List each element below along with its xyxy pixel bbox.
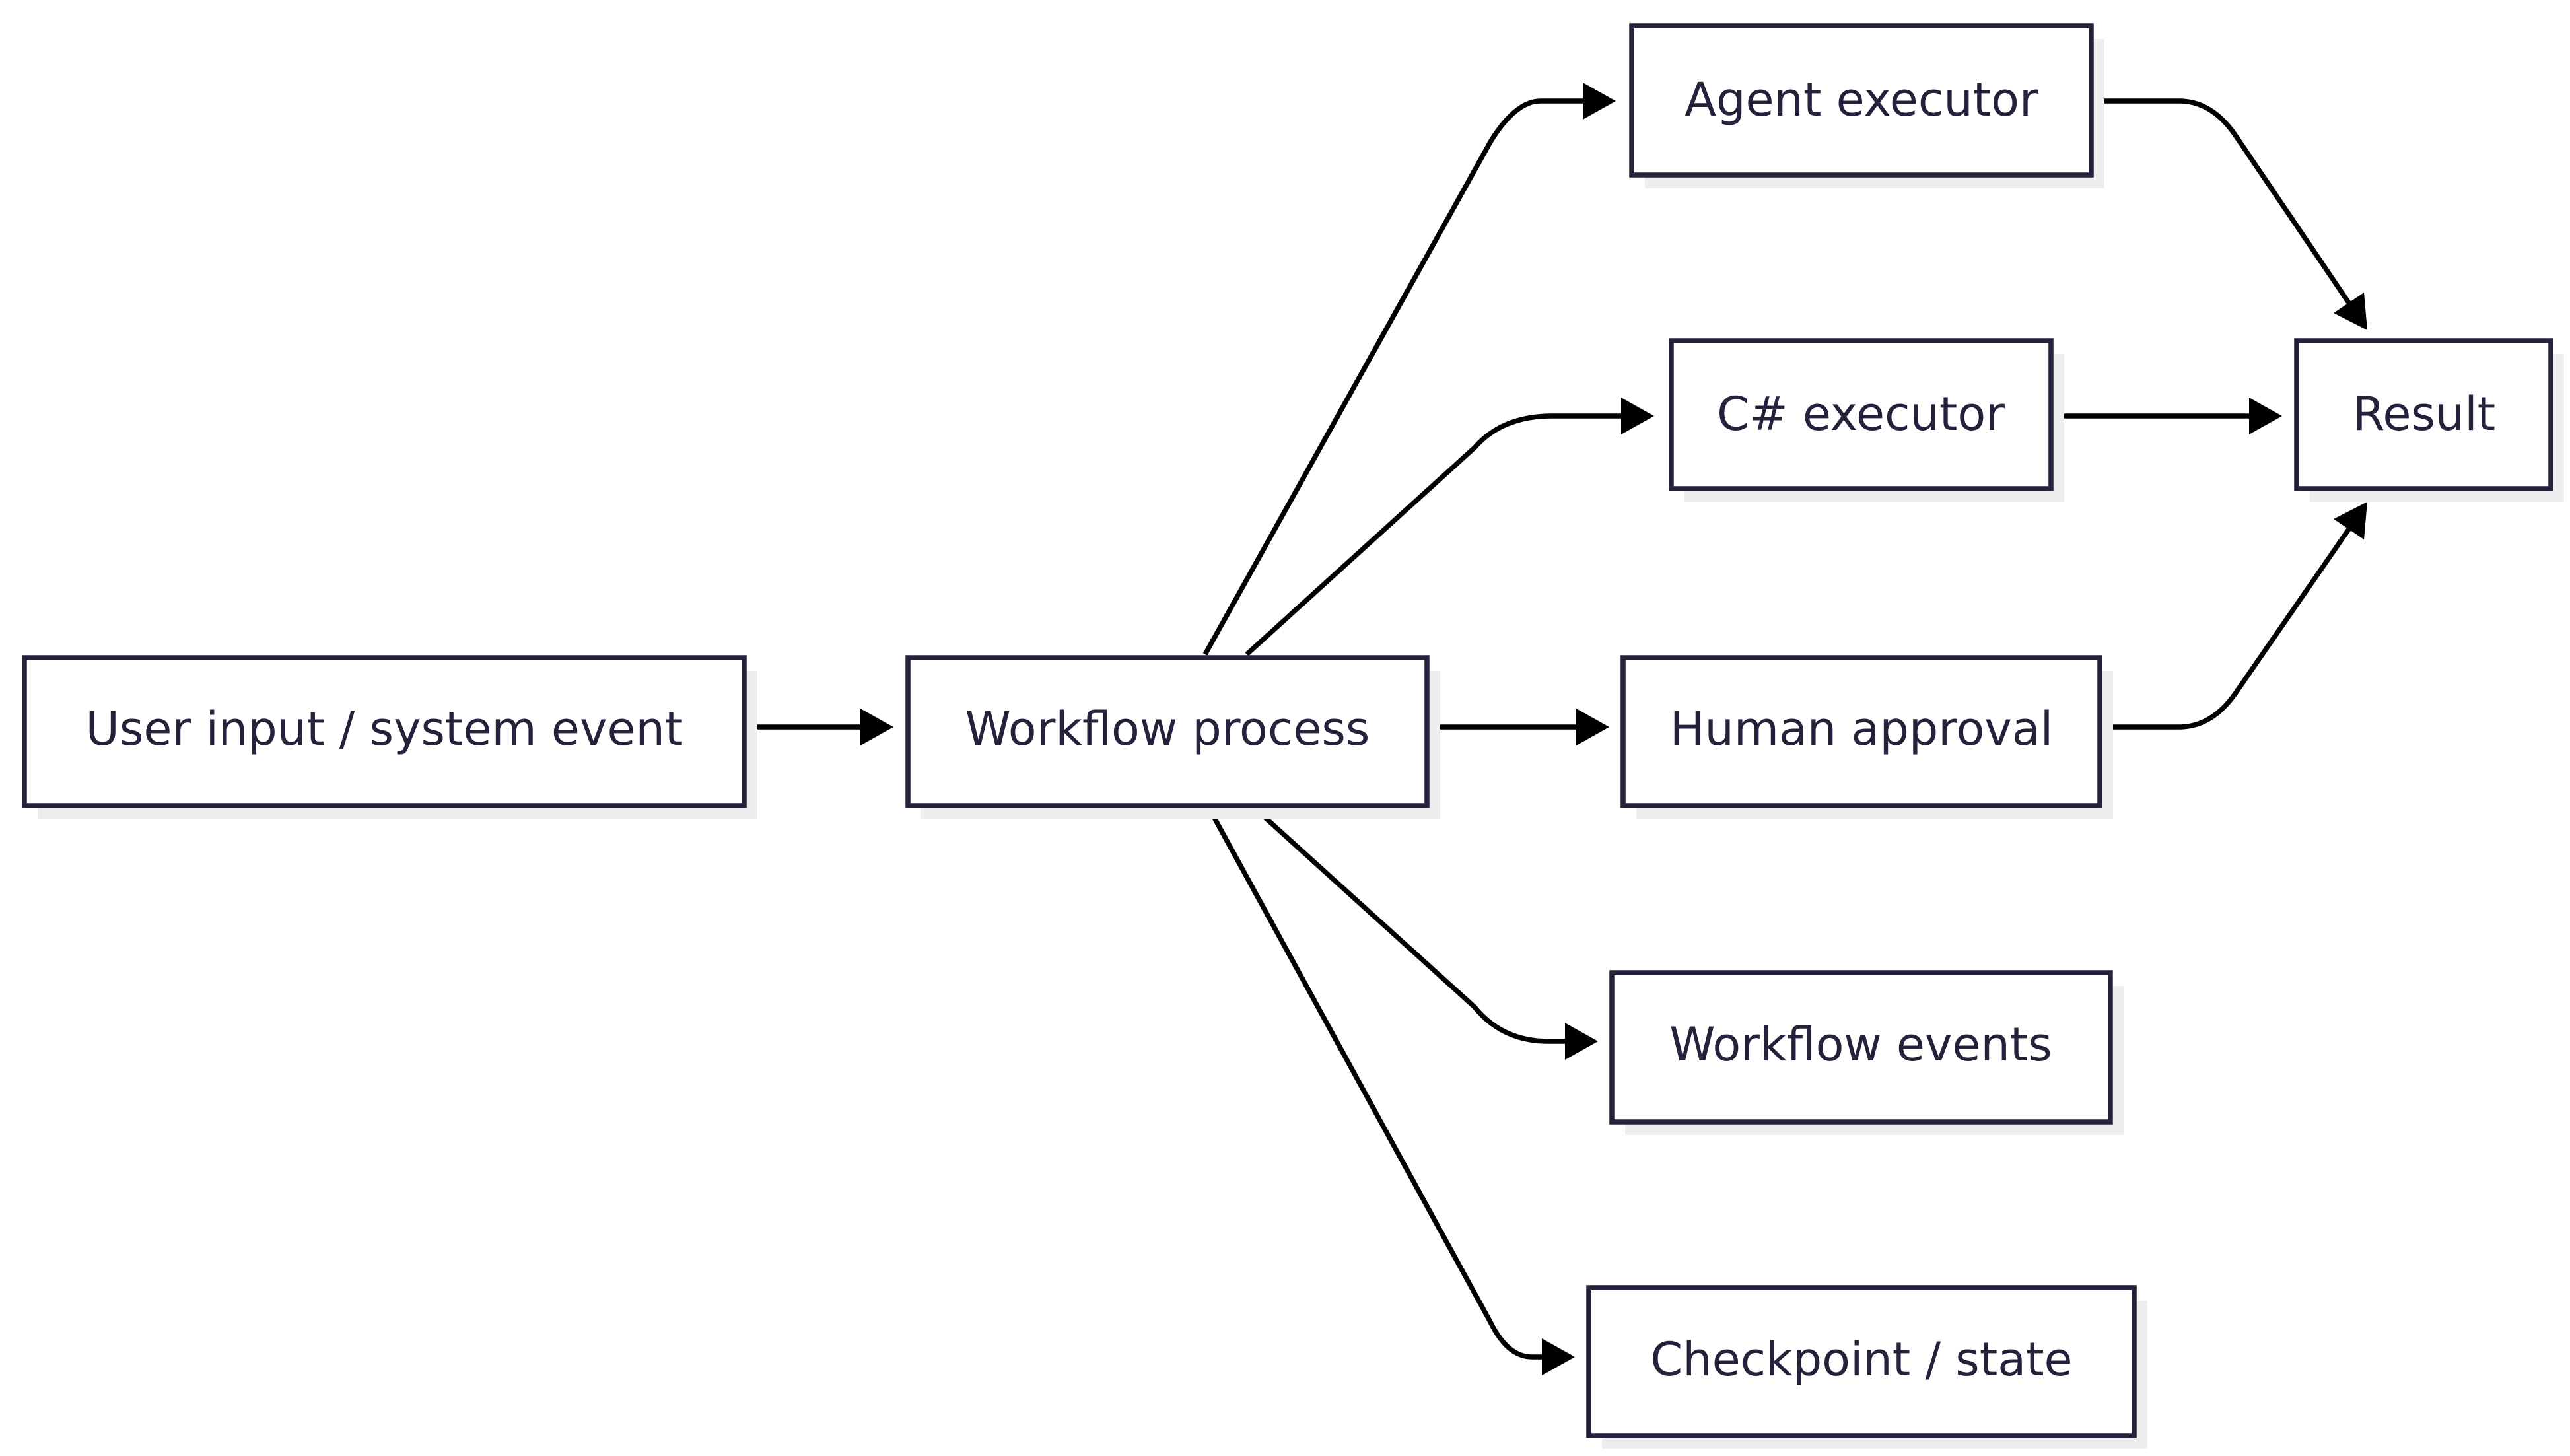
node-workflow-process-label: Workflow process (965, 702, 1370, 756)
node-result: Result (2294, 338, 2564, 502)
node-human-approval-label: Human approval (1670, 702, 2053, 756)
edge-user-input-to-workflow-process (741, 709, 893, 745)
node-csharp-executor: C# executor (1669, 338, 2064, 502)
node-user-input: User input / system event (22, 655, 757, 819)
edge-agent-executor-to-result (2093, 98, 2367, 330)
edge-workflow-process-to-agent-executor (1202, 83, 1616, 656)
node-agent-executor-label: Agent executor (1684, 73, 2038, 127)
nodes: User input / system event Workflow proce… (22, 23, 2564, 1449)
node-workflow-events: Workflow events (1609, 970, 2124, 1135)
edge-csharp-executor-to-result (2052, 398, 2282, 434)
edges (741, 83, 2367, 1375)
edge-workflow-process-to-csharp-executor (1245, 398, 1654, 656)
edge-workflow-process-to-workflow-events (1245, 799, 1598, 1060)
edge-human-approval-to-result (2102, 502, 2367, 730)
edge-workflow-process-to-human-approval (1424, 709, 1609, 745)
node-user-input-label: User input / system event (86, 702, 683, 756)
node-checkpoint-state: Checkpoint / state (1586, 1285, 2147, 1449)
node-workflow-events-label: Workflow events (1669, 1018, 2052, 1072)
edge-workflow-process-to-checkpoint-state (1202, 800, 1575, 1375)
node-checkpoint-state-label: Checkpoint / state (1650, 1333, 2072, 1387)
node-result-label: Result (2353, 387, 2495, 441)
node-agent-executor: Agent executor (1629, 23, 2104, 188)
node-human-approval: Human approval (1620, 655, 2113, 819)
node-workflow-process: Workflow process (905, 655, 1440, 819)
node-csharp-executor-label: C# executor (1717, 387, 2005, 441)
